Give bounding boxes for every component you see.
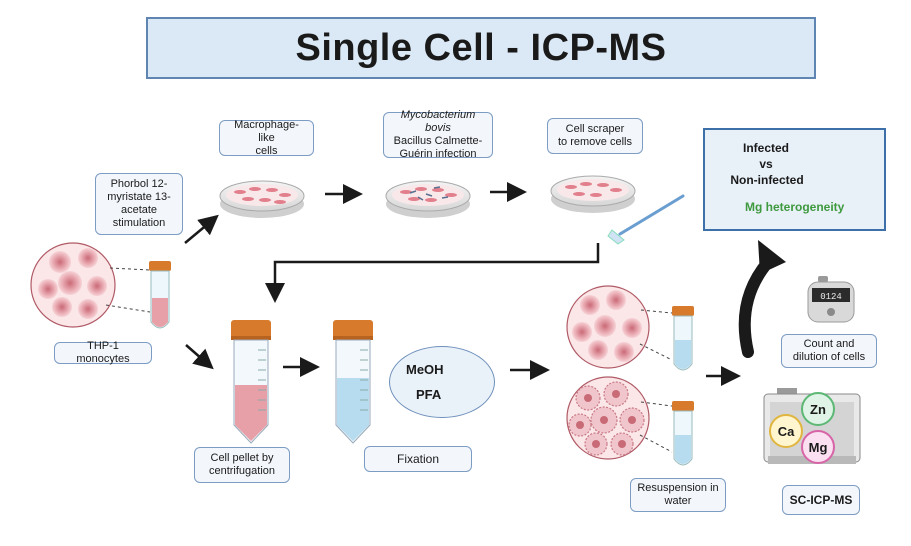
sc-icp-ms-text: SC-ICP-MS <box>789 493 853 507</box>
resuspension-tube-2 <box>672 401 694 466</box>
fixation-text: Fixation <box>396 451 440 466</box>
resuspension-line-2: water <box>664 495 692 507</box>
bcg-species: Mycobacterium bovis <box>400 109 476 134</box>
bcg-line-3: Guérin infection <box>399 148 477 160</box>
thp1-text: THP-1 monocytes <box>76 340 130 365</box>
pma-line-2: myristate 13- <box>107 191 171 203</box>
pellet-label: Cell pellet by centrifugation <box>194 447 290 483</box>
result-infected: Infected <box>742 141 789 155</box>
element-badge-zn: Zn <box>801 392 835 426</box>
title-banner: Single Cell - ICP-MS <box>146 17 816 79</box>
pma-line-4: stimulation <box>112 217 166 229</box>
result-vs: vs <box>759 157 773 171</box>
pma-line-3: acetate <box>120 204 158 216</box>
sc-icp-ms-label: SC-ICP-MS <box>782 485 860 515</box>
scraper-label: Cell scraper to remove cells <box>547 118 643 154</box>
macrophage-line-2: cells <box>255 144 278 157</box>
pellet-line-1: Cell pellet by <box>210 452 274 464</box>
thp1-magnified-cells <box>30 242 151 328</box>
thp1-tube <box>149 261 171 329</box>
macrophage-label: Macrophage-like cells <box>219 118 314 157</box>
page-title: Single Cell - ICP-MS <box>295 26 667 69</box>
mg-heterogeneity-text: Mg heterogeneity <box>745 200 845 214</box>
petri-dish-infected <box>385 180 471 218</box>
cell-scraper-icon <box>607 194 685 245</box>
petri-dish-scraper <box>550 175 636 213</box>
bcg-infection-label: Mycobacterium bovis Bacillus Calmette- G… <box>383 109 493 160</box>
falcon-tube-pellet <box>231 320 271 444</box>
curved-arrow-to-result <box>738 240 786 358</box>
fixation-methods-panel: MeOH PFA <box>389 346 495 418</box>
pfa-label: PFA <box>416 387 442 402</box>
falcon-tube-fixation <box>333 320 373 444</box>
macrophage-line-1: Macrophage-like <box>234 118 299 144</box>
element-badge-mg: Mg <box>801 430 835 464</box>
resuspension-normal-cells <box>566 285 673 369</box>
arrow-to-pellet <box>265 243 600 303</box>
thp1-label: THP-1 monocytes <box>54 340 152 365</box>
fixation-label: Fixation <box>364 446 472 472</box>
bcg-line-2: Bacillus Calmette- <box>393 135 483 147</box>
pellet-line-2: centrifugation <box>208 465 276 477</box>
meoh-label: MeOH <box>406 362 444 377</box>
resuspension-label: Resuspension in water <box>630 478 726 512</box>
pma-stimulation-label: Phorbol 12- myristate 13- acetate stimul… <box>95 173 183 235</box>
pma-line-1: Phorbol 12- <box>110 178 168 190</box>
counter-display: 0124 <box>820 292 842 302</box>
arrow-thp1-to-pellet <box>185 344 214 370</box>
arrow-to-macrophage <box>184 214 219 244</box>
result-non-infected: Non-infected <box>730 173 804 187</box>
element-badge-ca: Ca <box>769 414 803 448</box>
count-dilution-label: Count and dilution of cells <box>781 334 877 368</box>
count-line-1: Count and <box>803 338 855 350</box>
petri-dish-macrophage <box>219 180 305 218</box>
resuspension-line-1: Resuspension in <box>637 482 719 494</box>
resuspension-infected-cells <box>566 376 673 460</box>
count-line-2: dilution of cells <box>792 351 866 363</box>
cell-counter-icon: 0124 <box>807 276 855 323</box>
scraper-line-1: Cell scraper <box>565 123 625 135</box>
result-panel: Infected vs Non-infected Mg heterogeneit… <box>703 128 886 231</box>
resuspension-tube-1 <box>672 306 694 371</box>
scraper-line-2: to remove cells <box>558 136 632 148</box>
